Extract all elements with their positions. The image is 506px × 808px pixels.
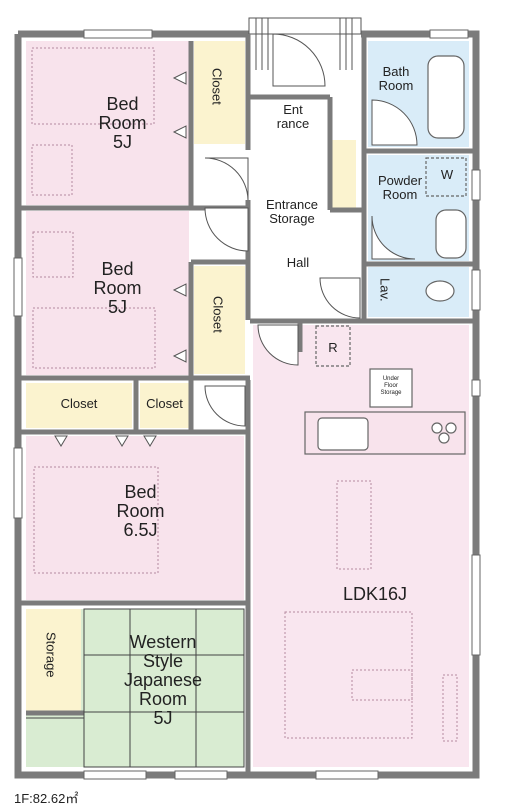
label-line: Entrance <box>265 197 319 212</box>
closet-mid-label: Closet <box>210 296 226 333</box>
closet-right-label: Closet <box>146 396 183 411</box>
refrigerator-mark: R <box>328 340 338 355</box>
storage-fill-top <box>26 609 81 712</box>
entrance-storage-label: Entrance Storage <box>252 198 332 225</box>
entrance-label: Ent rance <box>268 103 318 130</box>
ldk-fill <box>253 325 469 767</box>
door-swings <box>204 33 418 427</box>
label-line: Ent <box>283 102 303 117</box>
lavatory-label: Lav. <box>377 278 393 302</box>
label-line: Room <box>98 112 147 133</box>
label-line: Bed <box>101 259 134 279</box>
label-line: Storage <box>380 389 402 396</box>
label-line: Powder <box>377 173 423 188</box>
label-line: 5J <box>153 707 173 728</box>
bedroom-large-label: Bed Room 6.5J <box>98 483 183 540</box>
bedroom-mid-label: Bed Room 5J <box>75 260 160 317</box>
label-line: Bath <box>382 64 410 79</box>
label-line: Western <box>129 632 197 652</box>
label-line: Under <box>382 376 400 382</box>
closet-mid-fill <box>194 266 245 374</box>
powder-room-label: Powder Room <box>370 174 430 201</box>
ldk-label: LDK16J <box>342 584 408 604</box>
label-line: Floor <box>384 382 398 389</box>
entrance-steps <box>248 17 362 70</box>
label-line: Bed <box>124 482 157 502</box>
closet-top-fill <box>194 41 245 144</box>
label-line: Storage <box>269 210 315 226</box>
interior-walls <box>18 34 476 775</box>
western-japanese-room-label: Western Style Japanese Room 5J <box>108 633 218 727</box>
storage-label: Storage <box>43 632 59 678</box>
closet-right-fill <box>140 383 189 428</box>
label-line: Room <box>382 186 418 202</box>
closet-left-fill <box>26 383 132 428</box>
bedroom-top-label: Bed Room 5J <box>80 95 165 152</box>
label-line: 5J <box>107 296 127 317</box>
label-line: Style <box>142 650 184 671</box>
windows <box>13 29 481 780</box>
label-line: 6.5J <box>123 519 158 540</box>
furniture <box>31 47 458 742</box>
closet-door-marks <box>54 71 187 447</box>
label-line: 5J <box>112 131 132 152</box>
closet-left-label: Closet <box>60 396 98 411</box>
label-line: Room <box>93 277 142 298</box>
label-line: Japanese <box>123 669 203 690</box>
label-line: Room <box>116 500 165 521</box>
underfloor-storage-label: Under Floor Storage <box>370 376 412 397</box>
bathroom-label: Bath Room <box>368 65 424 92</box>
tatami-grid <box>26 608 245 768</box>
entrance-storage-fill <box>331 140 356 210</box>
label-line: Bed <box>106 94 139 114</box>
hall-label: Hall <box>286 255 310 270</box>
fixtures <box>304 55 467 455</box>
washer-mark: W <box>440 167 454 182</box>
bedroom-mid-fill <box>26 211 189 375</box>
floor-area-caption: 1F:82.62㎡ <box>14 791 79 806</box>
label-line: Room <box>378 77 414 93</box>
closet-top-label: Closet <box>209 68 225 105</box>
bedroom-top-fill <box>26 41 189 205</box>
label-line: rance <box>276 115 310 131</box>
label-line: Room <box>138 688 187 709</box>
